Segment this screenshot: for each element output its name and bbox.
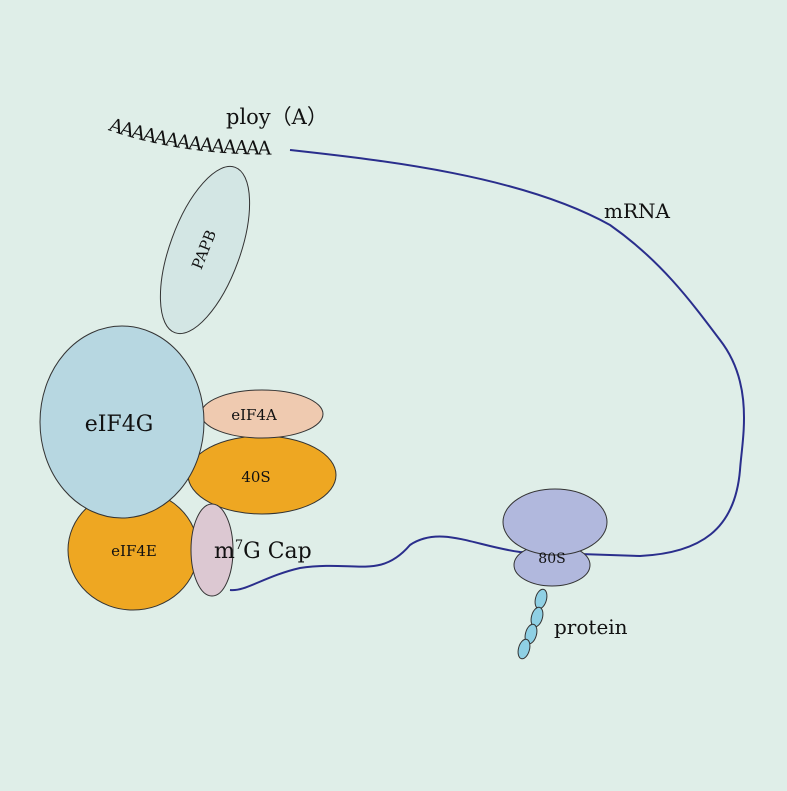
papb-protein: PAPB [159, 165, 251, 335]
ribosome-40s: 40S [187, 435, 337, 515]
cap-label-rest: G Cap [243, 539, 312, 564]
protein-bead [534, 588, 548, 610]
protein-chain [517, 588, 548, 660]
cap-label-superscript: 7 [235, 538, 243, 553]
mrna-label: mRNA [604, 199, 671, 223]
protein-label: protein [554, 615, 628, 639]
cap-label-m: m [214, 539, 235, 564]
mrna-strand [229, 149, 745, 592]
polya-label: ploy（A） [226, 105, 328, 129]
m7g-cap: m7G Cap [190, 503, 312, 597]
eif4a-label: eIF4A [231, 406, 277, 424]
cap-label: m7G Cap [214, 538, 312, 564]
eif4g-label: eIF4G [85, 412, 154, 437]
s80-label: 80S [538, 551, 565, 567]
eif4g-protein: eIF4G [39, 325, 205, 519]
eif4a-protein: eIF4A [200, 389, 324, 439]
eif4e-label: eIF4E [111, 542, 157, 560]
ribosome-80s: 80S [502, 488, 608, 587]
s40-label: 40S [241, 468, 270, 486]
protein-bead [517, 638, 531, 660]
